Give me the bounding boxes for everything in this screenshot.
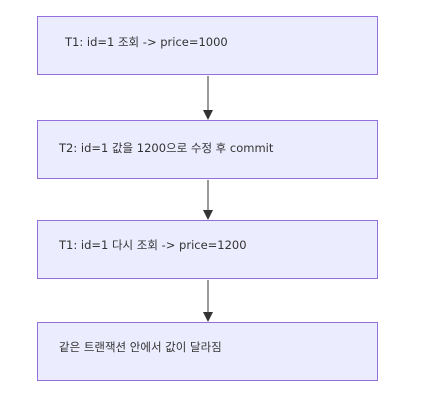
node-t1-read-initial: T1: id=1 조회 -> price=1000	[37, 16, 378, 75]
node-t2-update-commit: T2: id=1 값을 1200으로 수정 후 commit	[37, 120, 378, 179]
node-label: T1: id=1 다시 조회 -> price=1200	[59, 238, 247, 252]
node-t1-read-again: T1: id=1 다시 조회 -> price=1200	[37, 220, 378, 279]
node-label: T1: id=1 조회 -> price=1000	[65, 35, 228, 49]
node-label: T2: id=1 값을 1200으로 수정 후 commit	[59, 141, 274, 155]
node-label: 같은 트랜잭션 안에서 값이 달라짐	[59, 340, 222, 354]
node-result: 같은 트랜잭션 안에서 값이 달라짐	[37, 322, 378, 381]
